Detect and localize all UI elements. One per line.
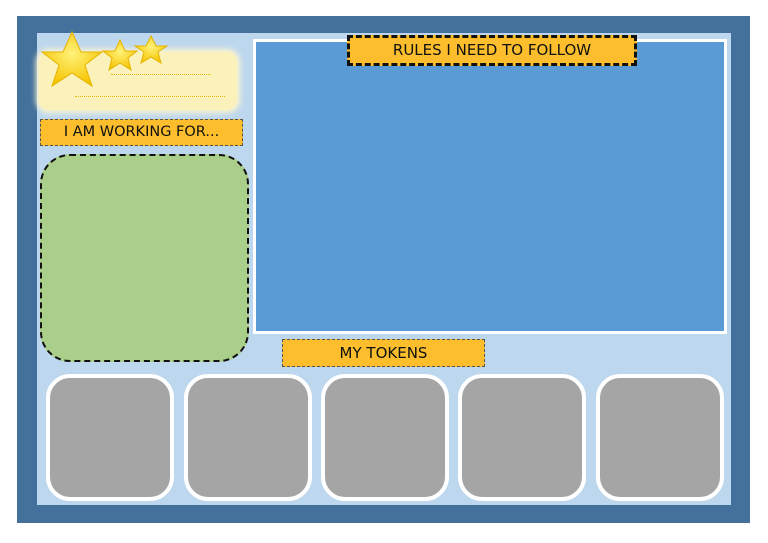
three-stars-icon xyxy=(40,30,169,88)
star-icon xyxy=(101,38,139,72)
star-icon xyxy=(40,30,104,88)
reward-goal-box[interactable] xyxy=(40,154,249,362)
token-slot-4[interactable] xyxy=(458,374,586,501)
tokens-label: MY TOKENS xyxy=(282,339,485,367)
name-line xyxy=(75,96,225,97)
token-slot-3[interactable] xyxy=(321,374,449,501)
rules-box[interactable] xyxy=(253,39,727,334)
rules-label: RULES I NEED TO FOLLOW xyxy=(347,35,637,66)
star-icon xyxy=(133,34,169,65)
token-slot-1[interactable] xyxy=(46,374,174,501)
token-slot-2[interactable] xyxy=(184,374,312,501)
token-slot-5[interactable] xyxy=(596,374,724,501)
name-line xyxy=(111,74,211,75)
working-for-label: I AM WORKING FOR... xyxy=(40,119,243,146)
